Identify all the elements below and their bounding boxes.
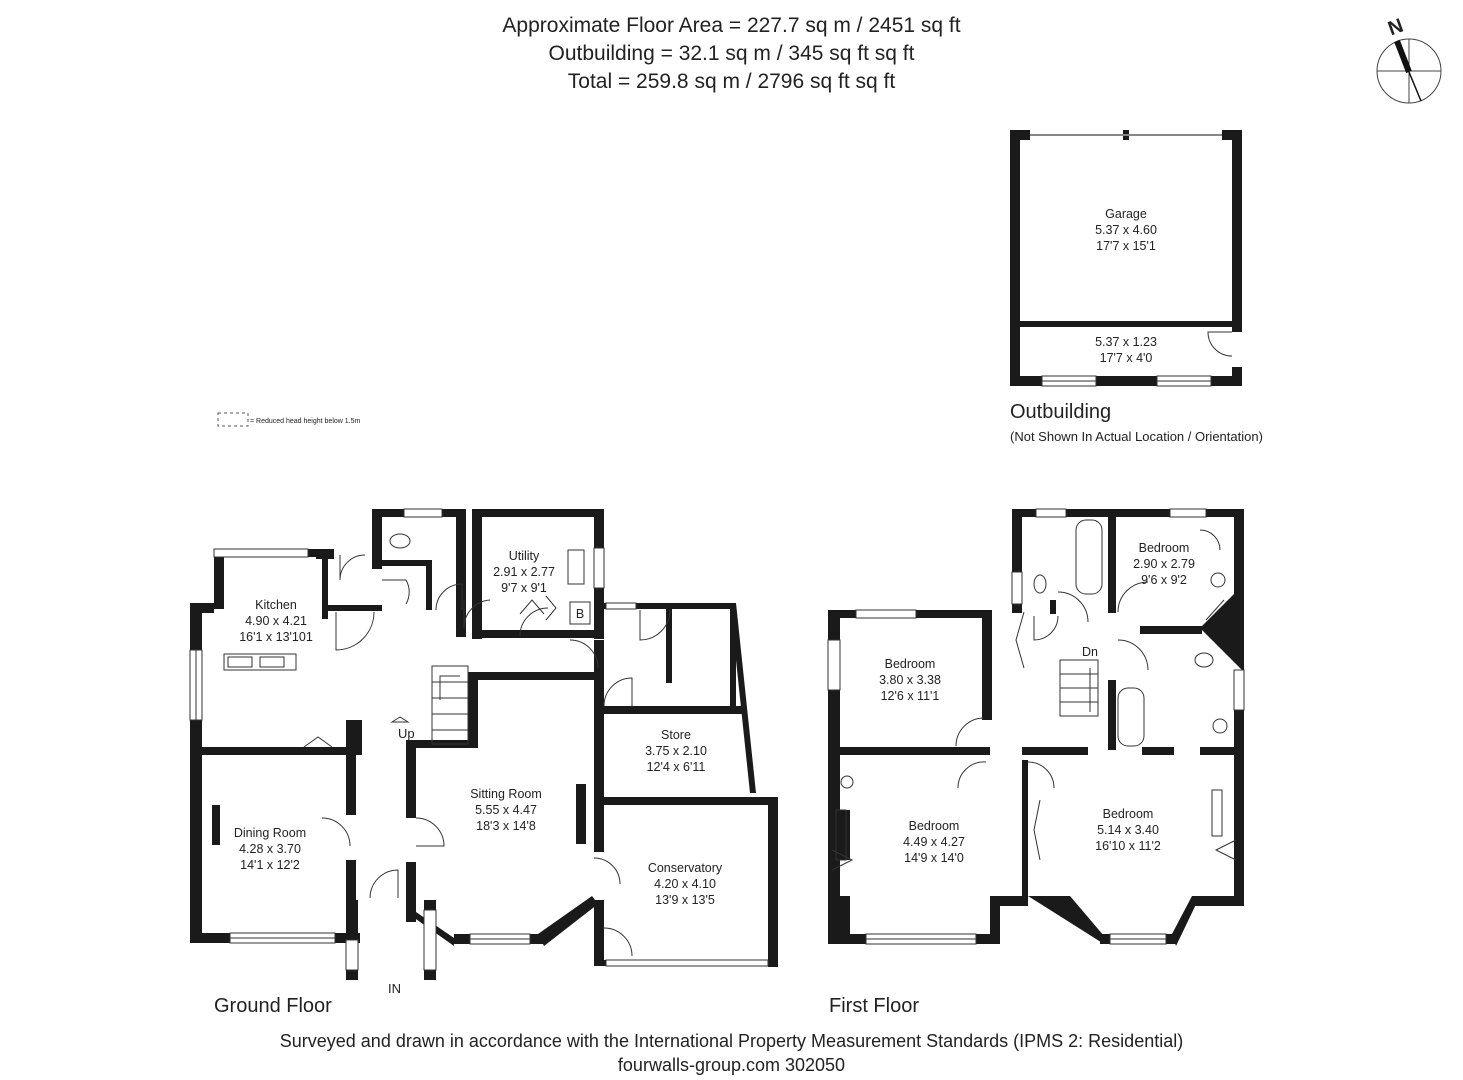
- annex-metric: 5.37 x 1.23: [1095, 335, 1157, 349]
- dining-name: Dining Room: [234, 826, 306, 840]
- outbuilding-note: (Not Shown In Actual Location / Orientat…: [1010, 429, 1263, 444]
- outbuilding-plan: Garage 5.37 x 4.60 17'7 x 15'1 5.37 x 1.…: [1010, 130, 1242, 387]
- footer-standards: Surveyed and drawn in accordance with th…: [279, 1031, 1184, 1051]
- bedroom-se-imperial: 16'10 x 11'2: [1095, 839, 1161, 853]
- entrance-label: IN: [388, 981, 401, 996]
- conservatory-name: Conservatory: [648, 861, 723, 875]
- total-area-heading: Total = 259.8 sq m / 2796 sq ft sq ft: [567, 70, 896, 93]
- garage-metric: 5.37 x 4.60: [1095, 223, 1157, 237]
- ground-floor-doors: [223, 533, 671, 957]
- bedroom-ne-metric: 2.90 x 2.79: [1133, 557, 1195, 571]
- utility-imperial: 9'7 x 9'1: [501, 581, 547, 595]
- bedroom-se-metric: 5.14 x 3.40: [1097, 823, 1159, 837]
- bedroom-sw-name: Bedroom: [909, 819, 960, 833]
- footer-reference: fourwalls-group.com 302050: [617, 1055, 846, 1075]
- annex-imperial: 17'7 x 4'0: [1100, 351, 1153, 365]
- first-floor-windows: [827, 508, 1245, 945]
- bedroom-w-name: Bedroom: [885, 657, 936, 671]
- ground-floor-title: Ground Floor: [214, 995, 332, 1017]
- garage-name: Garage: [1105, 207, 1147, 221]
- store-name: Store: [661, 728, 691, 742]
- garage-imperial: 17'7 x 15'1: [1096, 239, 1156, 253]
- compass-icon: N: [1376, 15, 1442, 104]
- utility-boiler-label: B: [576, 607, 584, 621]
- legend: = Reduced head height below 1.5m: [217, 412, 360, 427]
- utility-name: Utility: [509, 549, 540, 563]
- dining-metric: 4.28 x 3.70: [239, 842, 301, 856]
- outbuilding-title: Outbuilding: [1010, 401, 1111, 423]
- first-floor-doors: [831, 519, 1237, 871]
- bedroom-se-name: Bedroom: [1103, 807, 1154, 821]
- compass-north-label: N: [1385, 15, 1406, 41]
- sitting-imperial: 18'3 x 14'8: [476, 819, 536, 833]
- outbuilding-area-heading: Outbuilding = 32.1 sq m / 345 sq ft sq f…: [548, 42, 915, 65]
- bedroom-ne-name: Bedroom: [1139, 541, 1190, 555]
- utility-metric: 2.91 x 2.77: [493, 565, 555, 579]
- sitting-name: Sitting Room: [470, 787, 542, 801]
- store-metric: 3.75 x 2.10: [645, 744, 707, 758]
- kitchen-name: Kitchen: [255, 598, 297, 612]
- stairs-down-label: Dn: [1082, 645, 1098, 659]
- dining-imperial: 14'1 x 12'2: [240, 858, 300, 872]
- sitting-metric: 5.55 x 4.47: [475, 803, 537, 817]
- floor-area-heading: Approximate Floor Area = 227.7 sq m / 24…: [502, 14, 961, 37]
- bedroom-sw-imperial: 14'9 x 14'0: [904, 851, 964, 865]
- legend-text: = Reduced head height below 1.5m: [250, 418, 360, 425]
- bedroom-w-metric: 3.80 x 3.38: [879, 673, 941, 687]
- bedroom-ne-imperial: 9'6 x 9'2: [1141, 573, 1187, 587]
- kitchen-metric: 4.90 x 4.21: [245, 614, 307, 628]
- store-imperial: 12'4 x 6'11: [647, 760, 706, 774]
- bedroom-sw-metric: 4.49 x 4.27: [903, 835, 965, 849]
- ground-floor-windows: [189, 508, 769, 971]
- first-floor-title: First Floor: [829, 995, 919, 1017]
- bedroom-w-imperial: 12'6 x 11'1: [881, 689, 940, 703]
- conservatory-imperial: 13'9 x 13'5: [655, 893, 715, 907]
- kitchen-imperial: 16'1 x 13'101: [239, 630, 313, 644]
- conservatory-metric: 4.20 x 4.10: [654, 877, 716, 891]
- stairs-up-label: Up: [398, 726, 415, 741]
